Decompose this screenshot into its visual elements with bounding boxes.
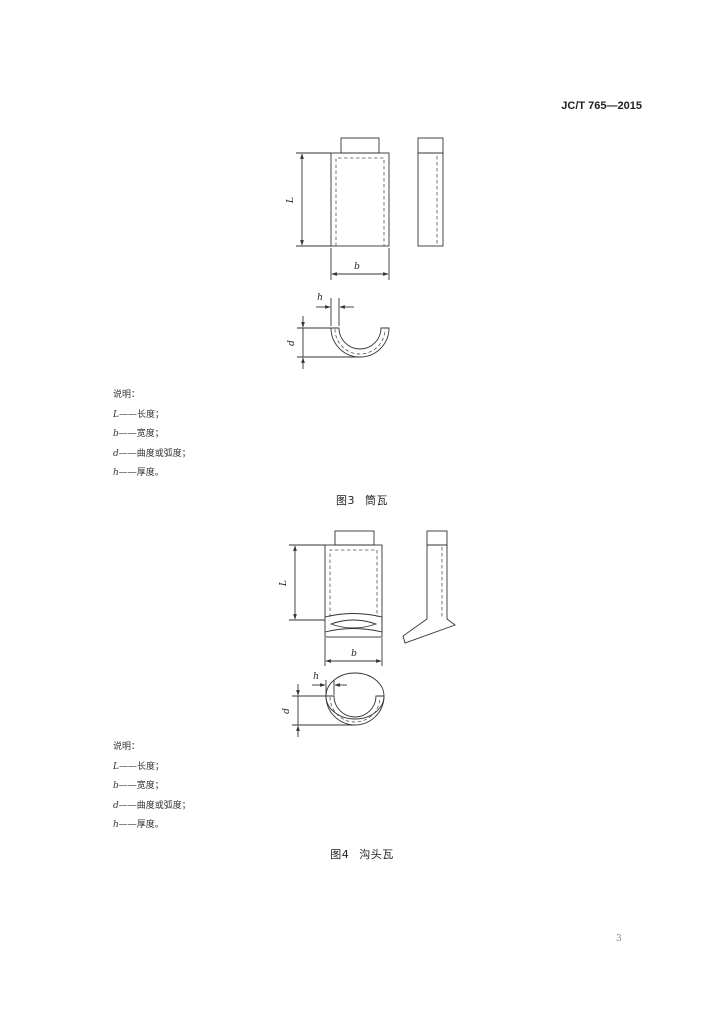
figure4-cross-section — [325, 672, 385, 726]
figure3-dim-L-label: L — [286, 197, 296, 204]
figure3-cross-section — [330, 327, 390, 358]
figure3-caption-number: 图3 — [336, 494, 355, 507]
figure3-side-view — [417, 137, 444, 247]
figure3-dim-d-label: d — [287, 340, 297, 346]
figure3-legend-item: b——宽度； — [113, 429, 164, 439]
figure3-drawing: L b h d — [286, 137, 444, 369]
figure4-legend-item: L——长度； — [113, 761, 164, 772]
figure4-caption: 图4 沟头瓦 — [0, 846, 724, 862]
figure4-caption-title: 沟头瓦 — [359, 848, 394, 861]
figure3-dim-L: L — [286, 152, 331, 247]
figure3-dim-b-label: b — [354, 262, 360, 272]
figure3-caption-title: 筒瓦 — [365, 494, 388, 507]
standard-code: JC/T 765—2015 — [561, 100, 642, 112]
figure4-drawing: L b h d — [279, 530, 456, 737]
figure4-legend-title: 说明： — [113, 742, 141, 752]
figure4-dim-L-label: L — [279, 580, 289, 587]
figure4-dim-d-label: d — [282, 708, 292, 714]
figure4-dim-L: L — [279, 544, 325, 621]
figure3-caption: 图3 筒瓦 — [0, 492, 724, 508]
figure4-dim-h: h — [312, 672, 347, 695]
figure3-legend: 说明： L——长度； b——宽度； d——曲度或弧度； h——厚度。 — [113, 386, 191, 484]
figure4-dim-h-label: h — [313, 672, 319, 682]
figure4-dim-b-label: b — [351, 649, 357, 659]
page-number: 3 — [616, 934, 622, 944]
figure3-legend-item: h——厚度。 — [113, 468, 164, 478]
figure3-legend-item: L——长度； — [113, 409, 164, 420]
figure4-front-view — [324, 530, 383, 638]
figure4-side-view — [402, 530, 456, 644]
figure3-dim-h-label: h — [317, 293, 323, 303]
figure4-dim-b: b — [324, 638, 383, 666]
figure4-legend: 说明： L——长度； b——宽度； d——曲度或弧度； h——厚度。 — [113, 738, 191, 836]
figure4-legend-item: h——厚度。 — [113, 820, 164, 830]
figure4-caption-number: 图4 — [330, 848, 350, 861]
figure3-dim-b: b — [330, 248, 390, 280]
figure3-legend-item: d——曲度或弧度； — [113, 448, 191, 459]
figure3-dim-d: d — [287, 316, 362, 369]
figure3-dim-h: h — [316, 293, 354, 326]
figure4-legend-item: d——曲度或弧度； — [113, 800, 191, 811]
figure4-dim-d: d — [282, 684, 356, 737]
figure4-legend-item: b——宽度； — [113, 781, 164, 791]
figure3-legend-title: 说明： — [113, 390, 141, 400]
figure3-front-view — [330, 137, 390, 247]
